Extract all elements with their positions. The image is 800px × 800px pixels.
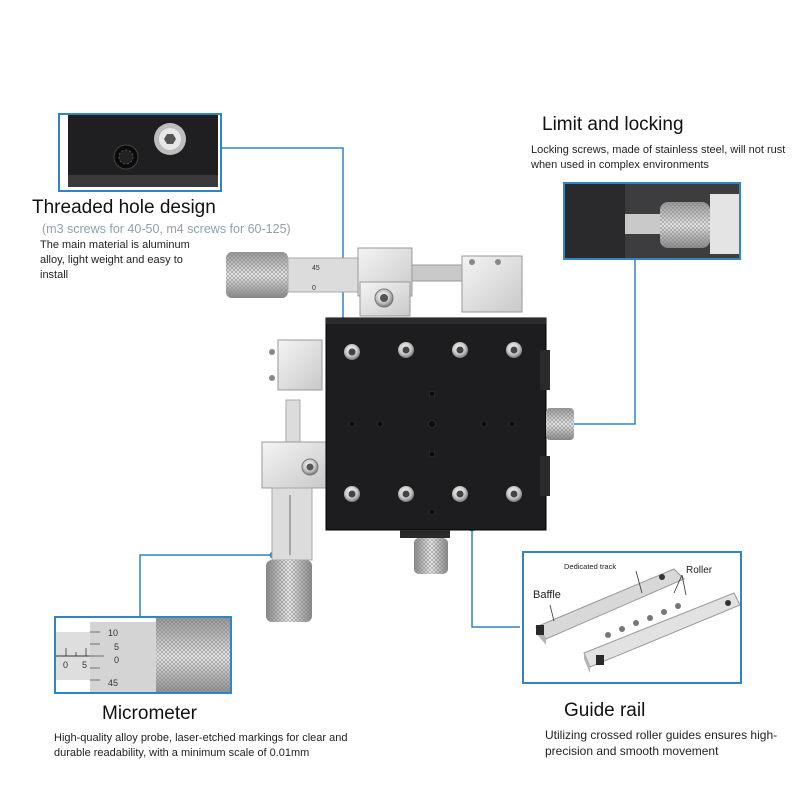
micrometer-scale-zero: 0 bbox=[114, 655, 120, 665]
limit-locking-description: Locking screws, made of stainless steel,… bbox=[531, 144, 786, 171]
micrometer-leader-line bbox=[139, 554, 271, 617]
guide-label-track: Dedicated track bbox=[564, 562, 617, 571]
micrometer-barrel-5: 5 bbox=[82, 660, 88, 670]
micrometer-scale-top: 10 bbox=[108, 628, 119, 638]
limit-leader-line bbox=[566, 258, 636, 425]
guide-label-roller: Roller bbox=[686, 565, 713, 576]
svg-text:45: 45 bbox=[312, 265, 320, 272]
limit-locking-title: Limit and locking bbox=[542, 114, 684, 135]
guide-rail-closeup: Dedicated track Roller Baffle bbox=[522, 551, 742, 684]
bottom-locking-knob bbox=[400, 530, 450, 574]
svg-text:0: 0 bbox=[312, 285, 316, 292]
threaded-hole-closeup bbox=[58, 113, 222, 192]
locking-knob-closeup bbox=[563, 182, 741, 260]
micrometer-title: Micrometer bbox=[102, 703, 198, 724]
threaded-hole-title: Threaded hole design bbox=[32, 197, 216, 218]
left-micrometer bbox=[261, 339, 327, 622]
micrometer-description: High-quality alloy probe, laser-etched m… bbox=[54, 732, 348, 759]
micrometer-closeup: 10 5 0 45 0 5 bbox=[54, 616, 232, 694]
guide-leader-line bbox=[471, 528, 520, 628]
stage-screws bbox=[344, 342, 522, 502]
threaded-hole-subtitle: (m3 screws for 40-50, m4 screws for 60-1… bbox=[42, 222, 291, 236]
micrometer-barrel-0: 0 bbox=[63, 660, 69, 670]
right-locking-knob bbox=[546, 408, 574, 440]
micrometer-scale-mid: 5 bbox=[114, 642, 120, 652]
threaded-hole-description: The main material is aluminum alloy, lig… bbox=[40, 239, 190, 281]
micrometer-scale-bottom: 45 bbox=[108, 678, 119, 688]
guide-label-baffle: Baffle bbox=[533, 589, 561, 601]
guide-rail-description: Utilizing crossed roller guides ensures … bbox=[545, 728, 778, 758]
guide-rail-title: Guide rail bbox=[564, 700, 646, 721]
